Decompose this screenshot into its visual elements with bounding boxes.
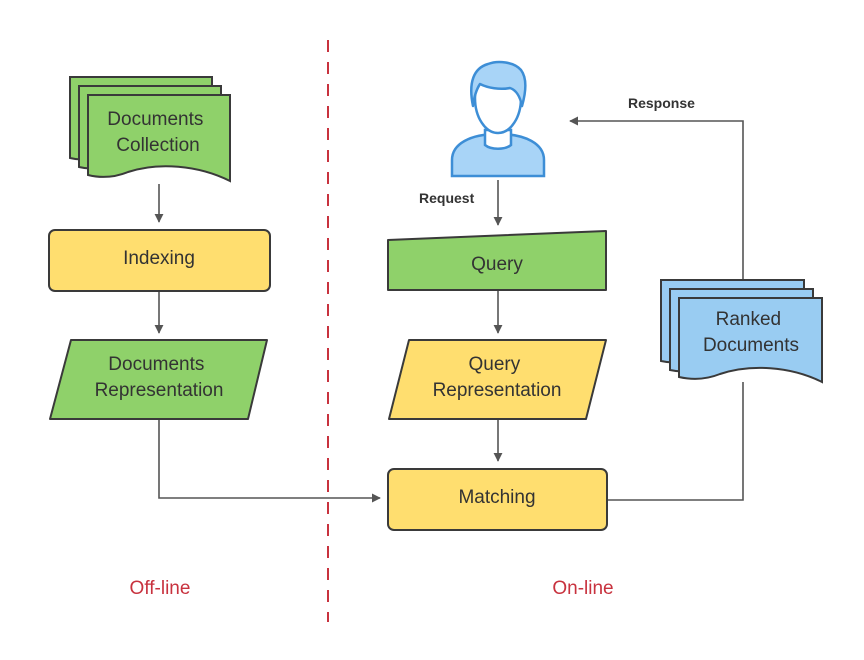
query-representation-label: Query Representation xyxy=(433,354,562,401)
document-sheet-front xyxy=(678,297,823,384)
edges: Request Response xyxy=(154,95,744,503)
edge-label-response: Response xyxy=(628,95,695,111)
edge-ranked-to-user-response xyxy=(569,116,744,280)
document-sheet-front xyxy=(87,94,231,183)
documents-representation-node: Documents Representation xyxy=(49,339,268,420)
matching-box xyxy=(387,468,608,531)
query-shape xyxy=(387,230,607,291)
region-label-offline: Off-line xyxy=(130,578,191,599)
indexing-box xyxy=(48,229,271,292)
query-representation-shape xyxy=(388,339,607,420)
ranked-documents-node: Ranked Documents xyxy=(660,279,823,384)
documents-representation-label: Documents Representation xyxy=(95,354,224,401)
edge-docrep-to-matching xyxy=(158,420,381,503)
user-hair xyxy=(470,60,527,108)
ranked-documents-label: Ranked Documents xyxy=(703,309,799,356)
edge-matching-to-ranked xyxy=(608,382,744,501)
edge-label-request: Request xyxy=(419,190,475,206)
matching-node: Matching xyxy=(387,468,608,531)
region-label-online: On-line xyxy=(552,578,613,599)
indexing-node: Indexing xyxy=(48,229,271,292)
indexing-label: Indexing xyxy=(123,248,195,269)
matching-label: Matching xyxy=(458,487,535,508)
user-icon xyxy=(450,60,546,178)
documents-collection-label: Documents Collection xyxy=(107,109,208,156)
query-node: Query xyxy=(387,230,607,291)
query-label: Query xyxy=(471,254,523,275)
user-neck xyxy=(483,128,513,150)
documents-collection-node: Documents Collection xyxy=(69,76,231,183)
query-representation-node: Query Representation xyxy=(388,339,607,420)
documents-representation-shape xyxy=(49,339,268,420)
